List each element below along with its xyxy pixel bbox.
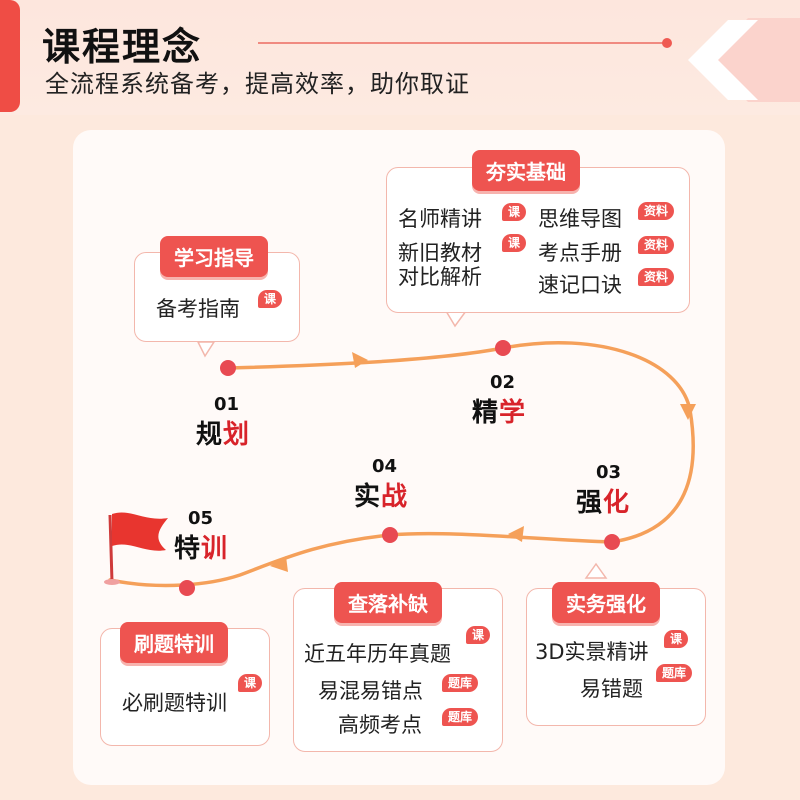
item-jinwunian: 近五年历年真题 [304, 642, 451, 666]
stage-label-03: 强化 [576, 482, 630, 519]
item-3d: 3D实景精讲 [535, 640, 649, 664]
page-subtitle: 全流程系统备考，提高效率，助你取证 [45, 70, 470, 98]
bubble-tail-xuexi [196, 341, 216, 358]
item-gaopin: 高频考点 [338, 713, 422, 737]
stage-char: 特 [174, 534, 202, 564]
stage-num-01: 01 [214, 394, 240, 415]
stage-char: 学 [499, 398, 527, 428]
badge-material: 资料 [638, 236, 675, 254]
stage-char: 战 [381, 482, 409, 512]
badge-lesson: 课 [258, 290, 283, 308]
stage-char: 化 [603, 488, 631, 518]
title-divider-dot [662, 38, 672, 48]
pill-shuati: 刷题特训 [120, 622, 228, 663]
stage-label-01: 规划 [196, 414, 250, 451]
path-segment-1 [108, 341, 695, 588]
item-duibi: 对比解析 [398, 265, 482, 289]
stage-char: 划 [223, 420, 251, 450]
item-yicuoti: 易错题 [580, 677, 643, 701]
stage-char: 实 [354, 482, 382, 512]
item-mingshi: 名师精讲 [398, 207, 482, 231]
title-divider [258, 42, 666, 44]
stage-dot-03 [604, 534, 620, 550]
badge-lesson: 课 [664, 630, 689, 648]
stage-char: 训 [201, 534, 229, 564]
stage-dot-01 [220, 360, 236, 376]
item-beikao: 备考指南 [156, 297, 240, 321]
header-background [0, 0, 800, 115]
pill-xuexi: 学习指导 [160, 236, 268, 277]
badge-bank: 题库 [442, 708, 479, 726]
path-arrow-3 [508, 526, 524, 542]
badge-material: 资料 [638, 202, 675, 220]
item-xinjiu: 新旧教材 [398, 241, 482, 265]
pill-shiwu: 实务强化 [552, 582, 660, 623]
stage-dot-02 [495, 340, 511, 356]
path-arrow-1 [352, 352, 368, 368]
badge-bank: 题库 [442, 674, 479, 692]
stage-char: 强 [576, 488, 604, 518]
page-title: 课程理念 [42, 25, 203, 69]
bubble-tail-hangshi [444, 310, 468, 328]
stage-label-05: 特训 [174, 528, 228, 565]
stage-label-04: 实战 [354, 476, 408, 513]
badge-lesson: 课 [502, 234, 527, 252]
badge-lesson: 课 [238, 674, 263, 692]
decorative-arrow-icon [688, 18, 800, 102]
badge-lesson: 课 [502, 203, 527, 221]
stage-num-04: 04 [372, 456, 398, 477]
stage-char: 规 [196, 420, 224, 450]
item-kaodian: 考点手册 [538, 241, 622, 265]
stage-dot-05 [179, 580, 195, 596]
flag-icon [104, 512, 168, 585]
path-arrow-2 [680, 404, 696, 420]
badge-material: 资料 [638, 268, 675, 286]
item-suji: 速记口诀 [538, 273, 622, 297]
header-accent-bar [0, 0, 20, 112]
badge-bank: 题库 [656, 664, 693, 682]
badge-lesson: 课 [466, 626, 491, 644]
pill-hangshi: 夯实基础 [472, 150, 580, 191]
stage-num-02: 02 [490, 372, 516, 393]
stage-char: 精 [472, 398, 500, 428]
bubble-tail-shiwu [584, 562, 608, 579]
stage-num-05: 05 [188, 508, 214, 529]
path-arrow-4 [270, 556, 288, 572]
stage-num-03: 03 [596, 462, 622, 483]
item-siwei: 思维导图 [538, 207, 622, 231]
pill-chaluo: 查落补缺 [334, 582, 442, 623]
item-bishua: 必刷题特训 [122, 691, 227, 715]
stage-label-02: 精学 [472, 392, 526, 429]
stage-dot-04 [382, 527, 398, 543]
item-yihun: 易混易错点 [318, 679, 423, 703]
